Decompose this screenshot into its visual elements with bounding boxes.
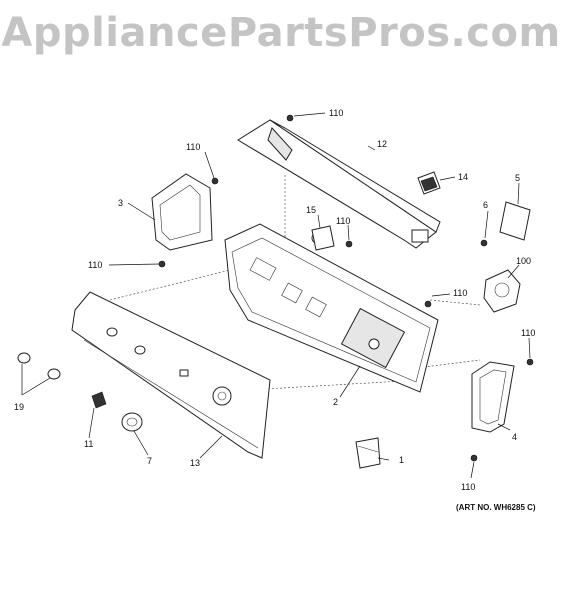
callout-100: 100 [516, 256, 531, 266]
part-7-knob [121, 412, 143, 432]
callout-14: 14 [458, 172, 468, 182]
callout-110-far-right: 110 [521, 328, 535, 338]
callout-110-left-lower: 110 [88, 260, 102, 270]
watermark: AppliancePartsPros.com [1, 10, 561, 56]
part-19-buttons [17, 352, 61, 380]
part-4-right-endcap [471, 361, 515, 433]
part-15-motor [311, 225, 335, 251]
part-12-top-cover [237, 119, 441, 249]
callout-3: 3 [118, 198, 123, 208]
callout-6: 6 [483, 200, 488, 210]
callout-4: 4 [512, 432, 517, 442]
art-number: (ART NO. WH6285 C) [456, 503, 536, 512]
part-100-timer [483, 269, 521, 313]
callout-110-center: 110 [336, 216, 350, 226]
callout-110-right: 110 [453, 288, 467, 298]
callout-5: 5 [515, 173, 520, 183]
part-1-label [355, 437, 381, 469]
callout-15: 15 [306, 205, 316, 215]
part-2-panel-frame [224, 223, 439, 393]
part-13-front-panel [71, 291, 271, 459]
part-11-knob [91, 391, 107, 409]
callout-13: 13 [190, 458, 200, 468]
leader-lines [21, 112, 531, 479]
callout-1: 1 [399, 455, 404, 465]
callout-110-top: 110 [329, 108, 343, 118]
callout-7: 7 [147, 456, 152, 466]
callout-110-left: 110 [186, 142, 200, 152]
callout-2: 2 [333, 397, 338, 407]
callout-12: 12 [377, 139, 387, 149]
screws [158, 114, 534, 462]
callout-110-bottom: 110 [461, 482, 475, 492]
part-14-switch [417, 171, 441, 195]
part-5-board [499, 201, 531, 241]
callout-19: 19 [14, 402, 24, 412]
callout-11: 11 [84, 439, 93, 449]
part-3-left-endcap [151, 173, 213, 251]
